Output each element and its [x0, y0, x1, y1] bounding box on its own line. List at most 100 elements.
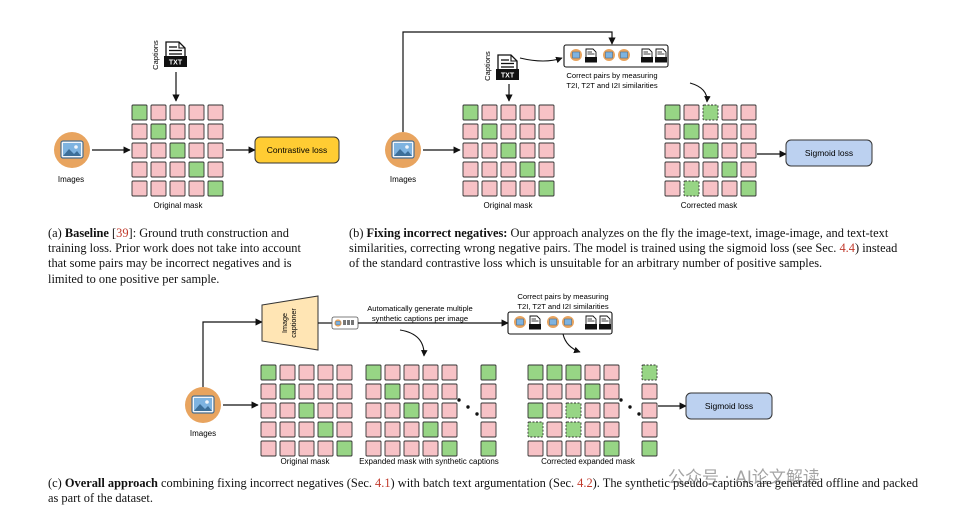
negative-pair-cell — [519, 123, 536, 140]
negative-pair-cell — [721, 142, 738, 159]
positive-pair-cell — [527, 402, 544, 419]
negative-pair-cell — [740, 142, 757, 159]
negative-pair-cell — [384, 440, 401, 457]
caption-c-ref-1[interactable]: 4.1 — [375, 476, 391, 490]
negative-pair-cell — [538, 123, 555, 140]
negative-pair-cell — [603, 421, 620, 438]
negative-pair-cell — [683, 161, 700, 178]
negative-pair-cell — [664, 123, 681, 140]
negative-pair-cell — [422, 364, 439, 381]
negative-pair-cell — [519, 180, 536, 197]
negative-pair-cell — [480, 383, 497, 400]
negative-pair-cell — [584, 421, 601, 438]
negative-pair-cell — [538, 142, 555, 159]
negative-pair-cell — [131, 142, 148, 159]
positive-pair-cell — [422, 421, 439, 438]
negative-pair-cell — [131, 180, 148, 197]
arrow — [402, 31, 616, 132]
positive-pair-cell — [527, 364, 544, 381]
caption-a-ref[interactable]: 39 — [116, 226, 129, 240]
negative-pair-cell — [422, 402, 439, 419]
ellipsis-dot — [457, 398, 461, 402]
negative-pair-cell — [546, 383, 563, 400]
negative-pair-cell — [481, 142, 498, 159]
negative-pair-cell — [683, 142, 700, 159]
negative-pair-cell — [664, 161, 681, 178]
positive-pair-cell — [565, 364, 582, 381]
sigmoid-loss-box — [685, 392, 773, 420]
negative-pair-cell — [500, 123, 517, 140]
arrow — [399, 329, 428, 357]
negative-pair-cell — [150, 161, 167, 178]
negative-pair-cell — [422, 383, 439, 400]
positive-pair-cell — [441, 440, 458, 457]
contrastive-loss-box — [254, 136, 340, 164]
positive-pair-cell — [702, 142, 719, 159]
positive-pair-cell — [384, 383, 401, 400]
negative-pair-cell — [721, 104, 738, 121]
negative-pair-cell — [298, 364, 315, 381]
negative-pair-cell — [603, 364, 620, 381]
negative-pair-cell — [441, 383, 458, 400]
expanded-mask-grid — [365, 364, 497, 457]
corrected-positive-cell — [641, 364, 658, 381]
negative-pair-cell — [131, 123, 148, 140]
negative-pair-cell — [538, 161, 555, 178]
positive-pair-cell — [462, 104, 479, 121]
negative-pair-cell — [336, 383, 353, 400]
positive-pair-cell — [480, 364, 497, 381]
negative-pair-cell — [462, 161, 479, 178]
negative-pair-cell — [260, 402, 277, 419]
positive-pair-cell — [298, 402, 315, 419]
negative-pair-cell — [336, 402, 353, 419]
positive-pair-cell — [481, 123, 498, 140]
correct-pairs-line1: Correct pairs by measuring — [566, 71, 657, 80]
negative-pair-cell — [480, 402, 497, 419]
negative-pair-cell — [481, 104, 498, 121]
negative-pair-cell — [279, 402, 296, 419]
caption-b-title: Fixing incorrect negatives: — [366, 226, 508, 240]
negative-pair-cell — [365, 383, 382, 400]
negative-pair-cell — [403, 421, 420, 438]
image-captioner-box — [261, 295, 319, 351]
caption-b-ref[interactable]: 4.4 — [839, 241, 855, 256]
negative-pair-cell — [317, 364, 334, 381]
sigmoid-loss-label: Sigmoid loss — [705, 401, 753, 411]
positive-pair-cell — [131, 104, 148, 121]
sigmoid-loss-label: Sigmoid loss — [805, 148, 853, 158]
panel-c: Images Image captioner Automatically gen… — [184, 292, 773, 466]
caption-c-title: Overall approach — [64, 476, 158, 490]
svg-text:captioner: captioner — [289, 308, 298, 338]
negative-pair-cell — [565, 440, 582, 457]
negative-pair-cell — [740, 104, 757, 121]
negative-pair-cell — [603, 402, 620, 419]
images-label: Images — [58, 175, 84, 184]
auto-generate-line1: Automatically generate multiple — [367, 304, 473, 313]
negative-pair-cell — [500, 104, 517, 121]
negative-pair-cell — [279, 440, 296, 457]
arrow — [562, 333, 581, 354]
negative-pair-cell — [584, 440, 601, 457]
positive-pair-cell — [519, 161, 536, 178]
negative-pair-cell — [664, 180, 681, 197]
negative-pair-cell — [150, 180, 167, 197]
txt-label: TXT — [501, 73, 515, 80]
negative-pair-cell — [422, 440, 439, 457]
corrected-mask-label: Corrected mask — [681, 201, 738, 210]
original-mask-label: Original mask — [154, 201, 204, 210]
negative-pair-cell — [603, 383, 620, 400]
image-icon — [53, 131, 91, 169]
negative-pair-cell — [702, 161, 719, 178]
negative-pair-cell — [721, 123, 738, 140]
corrected-positive-cell — [565, 402, 582, 419]
negative-pair-cell — [298, 440, 315, 457]
negative-pair-cell — [169, 123, 186, 140]
negative-pair-cell — [441, 421, 458, 438]
negative-pair-cell — [462, 180, 479, 197]
negative-pair-cell — [683, 104, 700, 121]
captions-label: Captions — [483, 51, 492, 81]
negative-pair-cell — [584, 402, 601, 419]
positive-pair-cell — [188, 161, 205, 178]
caption-c-ref-2[interactable]: 4.2 — [577, 476, 593, 490]
positive-pair-cell — [664, 104, 681, 121]
